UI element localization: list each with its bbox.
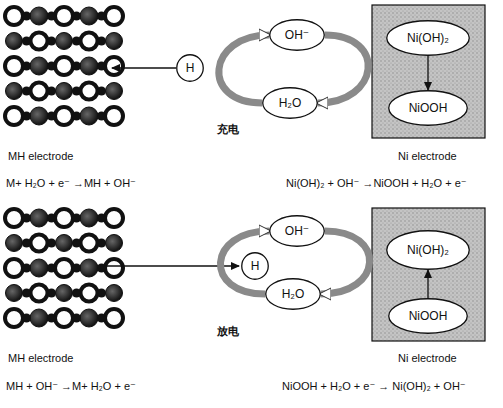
node-text: H₂O xyxy=(279,96,302,110)
node-text: NiOOH xyxy=(409,309,448,323)
node-text: Ni(OH)₂ xyxy=(407,31,449,45)
conversion-arrow xyxy=(427,56,428,90)
ni-electrode-box xyxy=(372,5,485,138)
mh-lattice xyxy=(5,209,123,327)
ni-electrode-box xyxy=(372,208,485,341)
reaction-equation: Ni(OH)₂ + OH⁻ →NiOOH + H₂O + e⁻ xyxy=(286,177,467,190)
node-text: H xyxy=(251,259,260,273)
species-ellipse: OH⁻ xyxy=(269,215,325,247)
cycle-arrow xyxy=(318,35,368,103)
electrode-label: MH electrode xyxy=(8,352,73,364)
hydrogen-arrow xyxy=(112,67,176,69)
mh-lattice xyxy=(5,7,123,125)
atom-circle: H xyxy=(176,54,204,82)
state-label: 放电 xyxy=(217,324,239,339)
electrode-label: Ni electrode xyxy=(398,352,457,364)
species-ellipse: NiOOH xyxy=(388,298,468,334)
node-text: Ni(OH)₂ xyxy=(407,243,449,257)
species-ellipse: OH⁻ xyxy=(269,19,325,51)
node-text: OH⁻ xyxy=(285,28,309,42)
node-text: OH⁻ xyxy=(285,224,309,238)
reaction-equation: M+ H₂O + e⁻ →MH + OH⁻ xyxy=(6,177,136,190)
species-ellipse: NiOOH xyxy=(388,90,468,126)
reaction-equation: MH + OH⁻ →M+ H₂O + e⁻ xyxy=(6,380,136,393)
electrode-label: Ni electrode xyxy=(398,150,457,162)
species-ellipse: H₂O xyxy=(262,87,318,119)
cycle-arrow xyxy=(220,231,269,294)
conversion-arrow xyxy=(427,270,428,298)
node-text: NiOOH xyxy=(409,101,448,115)
species-ellipse: H₂O xyxy=(265,278,321,310)
species-ellipse: Ni(OH)₂ xyxy=(386,230,470,270)
species-ellipse: Ni(OH)₂ xyxy=(386,20,470,56)
reaction-equation: NiOOH + H₂O + e⁻ → Ni(OH)₂ + OH⁻ xyxy=(282,380,466,393)
node-text: H xyxy=(186,61,195,75)
state-label: 充电 xyxy=(217,122,239,137)
cycle-arrow xyxy=(321,231,370,294)
cycle-arrow xyxy=(219,35,269,103)
electrode-label: MH electrode xyxy=(8,150,73,162)
node-text: H₂O xyxy=(282,287,305,301)
atom-circle: H xyxy=(241,252,269,280)
